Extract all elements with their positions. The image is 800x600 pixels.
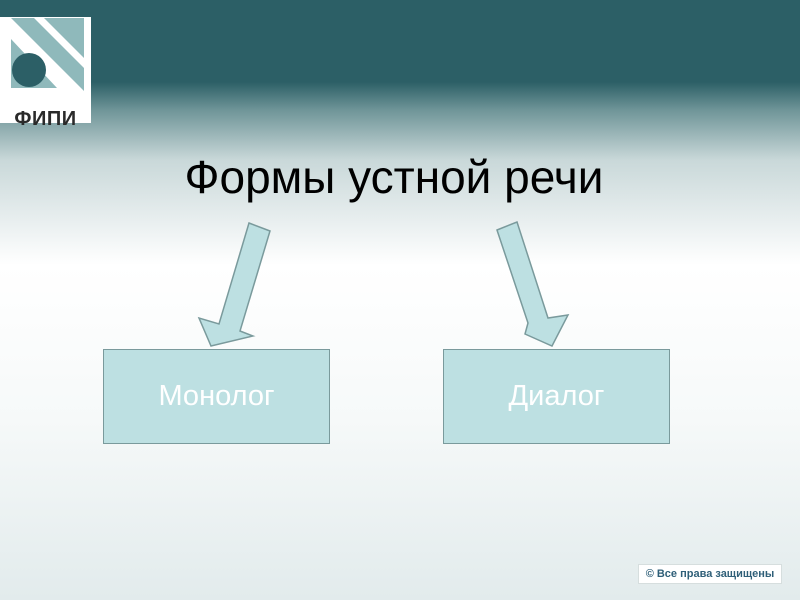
dialog-label: Диалог: [508, 380, 605, 412]
logo-text: ФИПИ: [14, 108, 77, 130]
dialog-box: Диалог: [443, 349, 670, 444]
monolog-box: Монолог: [103, 349, 330, 444]
logo-stripe: [11, 18, 84, 91]
logo-circle: [12, 53, 46, 87]
logo-stripe: [44, 18, 84, 58]
arrow-to-monolog: [197, 222, 271, 347]
fipi-logo: ФИПИ: [0, 17, 91, 130]
slide-title: Формы устной речи: [184, 151, 604, 203]
arrow-to-dialog: [496, 221, 570, 347]
fipi-logo-mark: [0, 17, 91, 123]
monolog-label: Монолог: [158, 380, 275, 412]
copyright-notice: © Все права защищены: [638, 564, 782, 584]
